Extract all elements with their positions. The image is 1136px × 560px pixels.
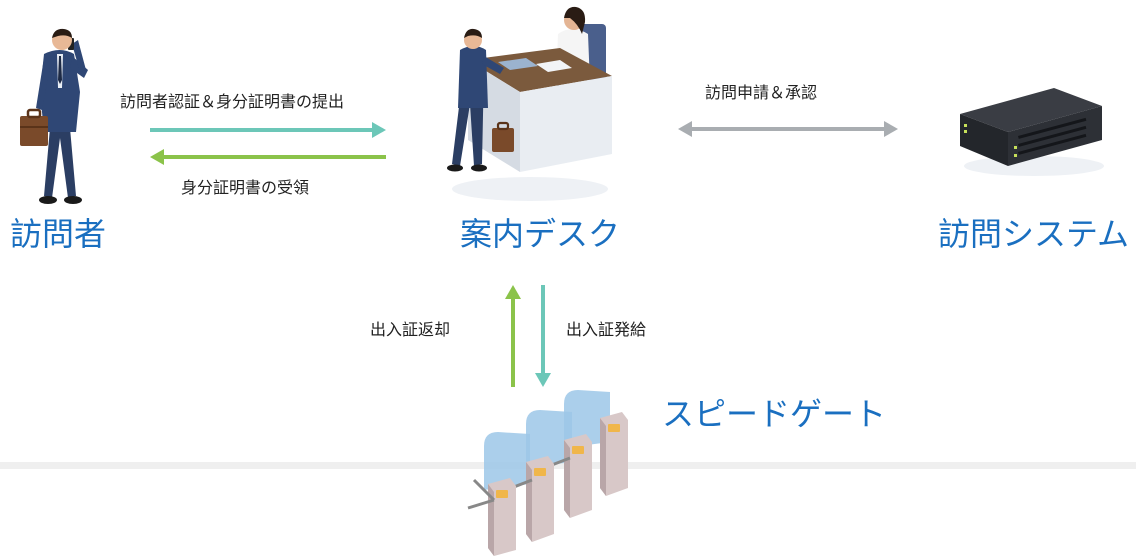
- node-label-visit-system: 訪問システム: [938, 215, 1130, 253]
- arrow-desk-to-gate: [535, 285, 551, 387]
- arrow-gate-to-desk: [505, 285, 521, 387]
- edge-label-gate-to-desk: 出入証返却: [370, 320, 451, 339]
- edge-label-desk-to-gate: 出入証発給: [566, 320, 647, 339]
- arrow-visitor-to-desk: [150, 122, 386, 138]
- server-illustration: [960, 88, 1104, 176]
- node-label-speed-gate: スピードゲート: [662, 395, 887, 433]
- visitor-illustration: [20, 28, 88, 204]
- edge-label-visitor-to-desk: 訪問者認証＆身分証明書の提出: [120, 92, 345, 111]
- arrow-desk-system: [678, 121, 898, 137]
- node-label-visitor: 訪問者: [10, 215, 107, 253]
- arrow-desk-to-visitor: [150, 149, 386, 165]
- edge-label-desk-system: 訪問申請＆承認: [705, 83, 818, 102]
- speed-gate-illustration: [467, 390, 628, 556]
- node-label-reception-desk: 案内デスク: [460, 215, 621, 253]
- reception-desk-illustration: [447, 6, 612, 201]
- edge-label-desk-to-visitor: 身分証明書の受領: [181, 178, 310, 197]
